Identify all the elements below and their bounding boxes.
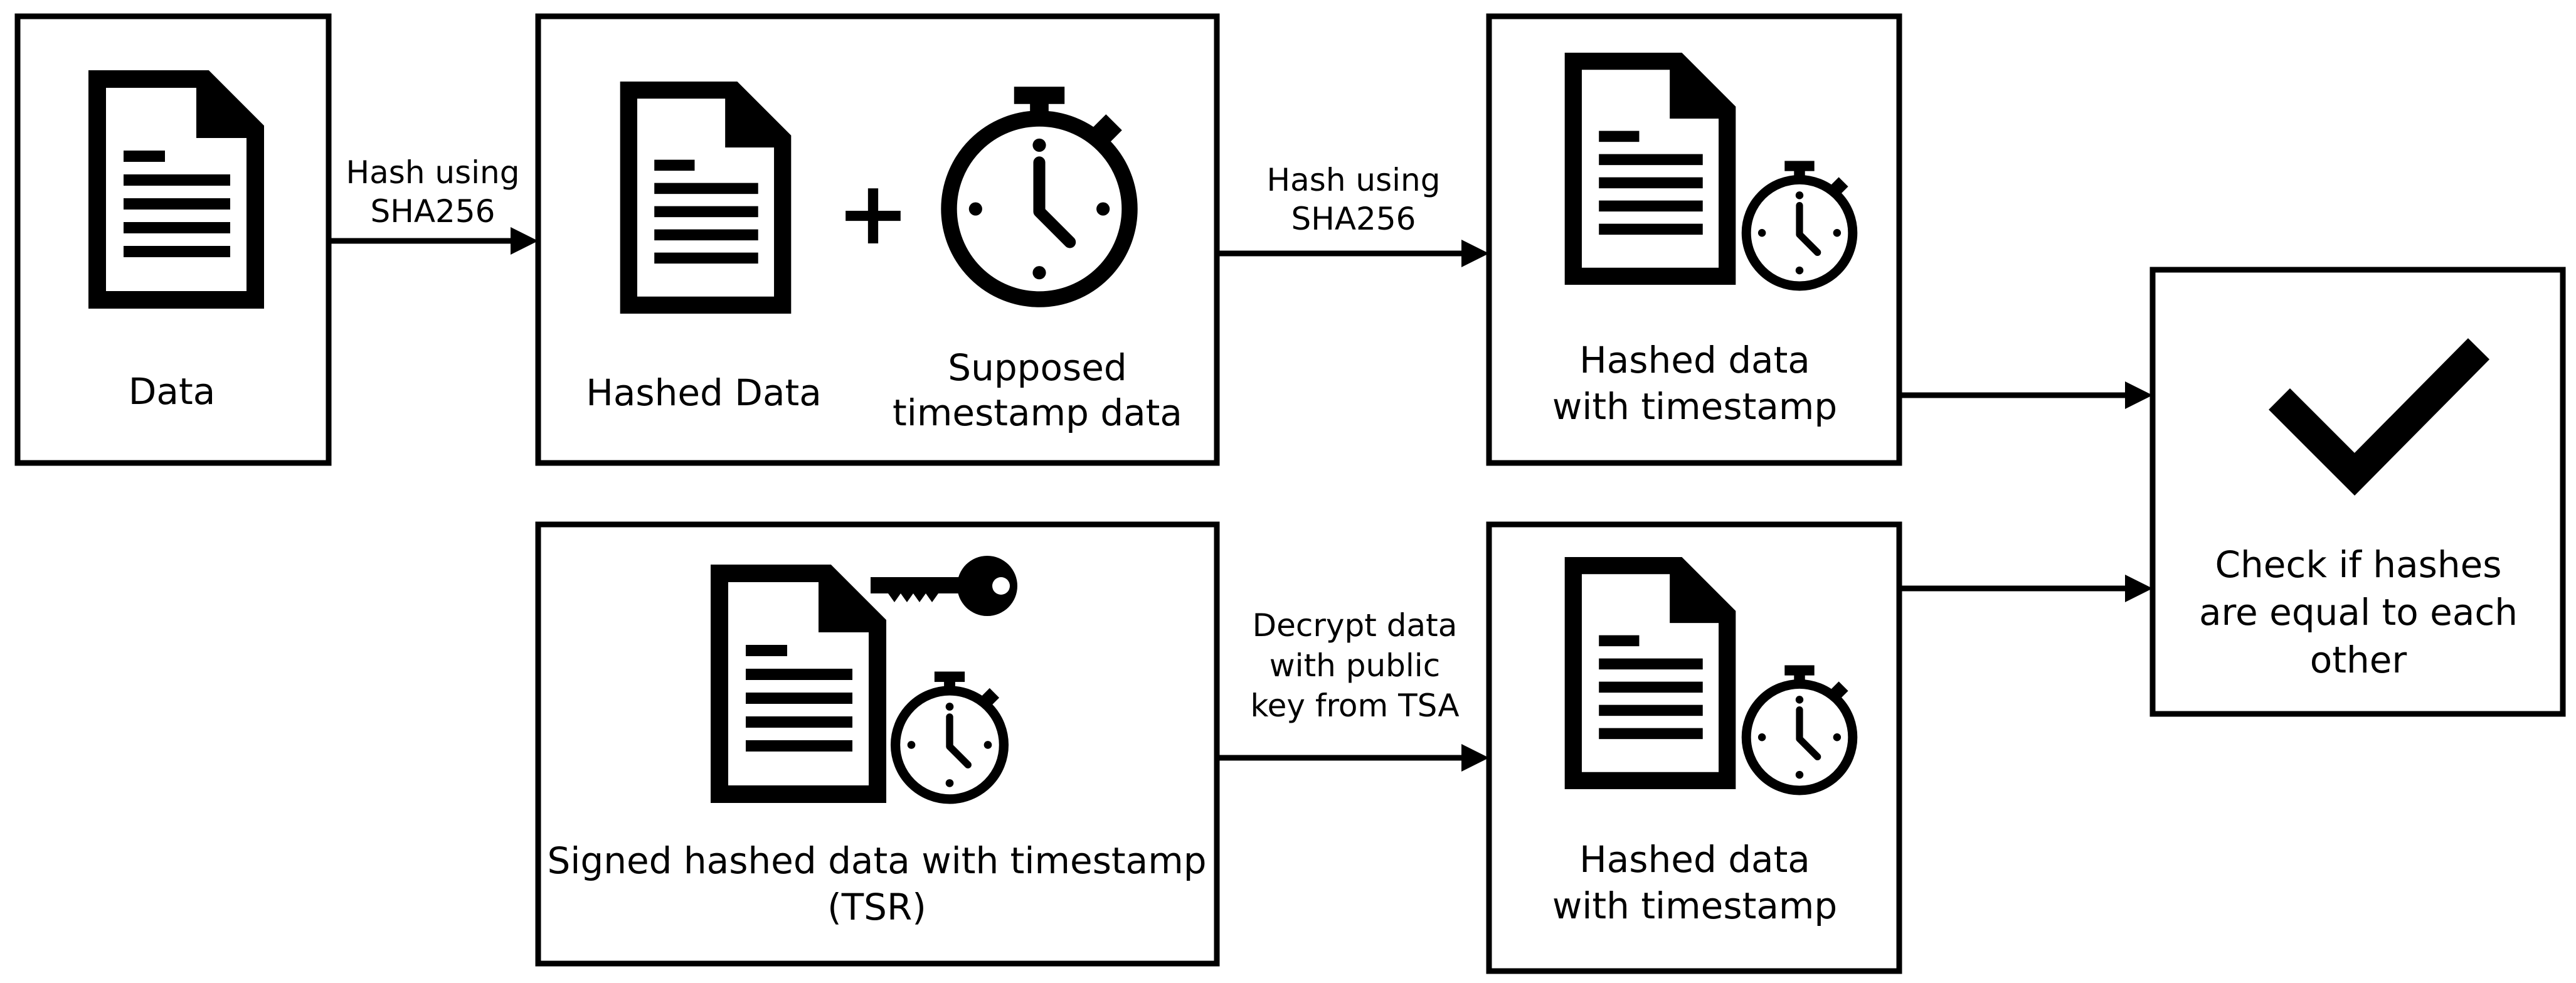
edge-label-data-hash-line1: Hash using — [346, 154, 520, 191]
check-label-line1: Check if hashes — [2215, 543, 2501, 586]
hashed-timestamp-top-label-line2: with timestamp — [1552, 385, 1837, 428]
edge-bottom-to-check — [1899, 575, 2153, 602]
data-box — [14, 13, 332, 466]
hashed-timestamp-top-label-line1: Hashed data — [1579, 339, 1810, 381]
edge-tsr-to-bottom — [1217, 744, 1489, 772]
check-label-line3: other — [2310, 639, 2407, 681]
data-label: Data — [129, 370, 216, 413]
edge-label-data-hash-line2: SHA256 — [371, 193, 496, 230]
edge-hashed-to-top — [1217, 240, 1489, 267]
checkmark-icon — [2269, 338, 2490, 496]
edge-label-decrypt-line2: with public — [1269, 647, 1440, 684]
edge-data-to-hashed — [329, 227, 538, 255]
plus-symbol: + — [836, 162, 909, 265]
signed-tsr-label-line1: Signed hashed data with timestamp — [547, 839, 1206, 882]
supposed-timestamp-label-line1: Supposed — [948, 346, 1126, 389]
edge-label-decrypt-line1: Decrypt data — [1253, 607, 1458, 644]
hashed-timestamp-bottom-label-line1: Hashed data — [1579, 838, 1810, 881]
edge-top-to-check — [1899, 381, 2153, 409]
edge-label-hashed-hash-line2: SHA256 — [1291, 201, 1416, 237]
supposed-timestamp-label-line2: timestamp data — [893, 391, 1182, 434]
check-label-line2: are equal to each — [2199, 591, 2518, 634]
hashed-timestamp-bottom-label-line2: with timestamp — [1552, 885, 1837, 927]
edge-label-decrypt-line3: key from TSA — [1250, 688, 1459, 724]
signed-tsr-label-line2: (TSR) — [827, 886, 926, 928]
edge-label-hashed-hash-line1: Hash using — [1267, 162, 1441, 198]
hashed-data-label: Hashed Data — [586, 371, 822, 414]
